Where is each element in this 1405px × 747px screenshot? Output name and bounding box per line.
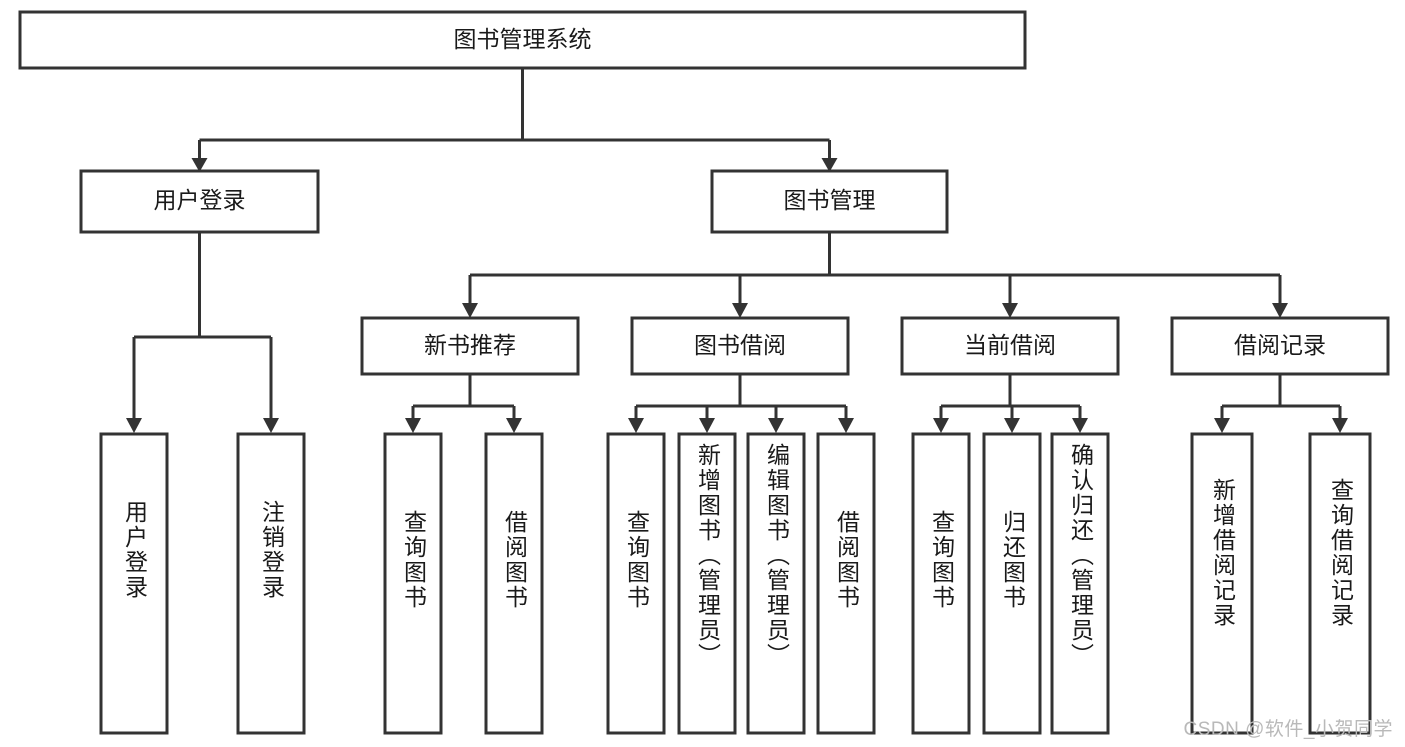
arrow-head-icon: [1004, 418, 1020, 433]
node-label-current-borrow: 当前借阅: [964, 332, 1056, 358]
arrow-head-icon: [1272, 303, 1288, 318]
arrow-head-icon: [838, 418, 854, 433]
arrow-head-icon: [462, 303, 478, 318]
node-label-root: 图书管理系统: [454, 26, 592, 52]
leaf-box-add-borrow-record[interactable]: [1190, 432, 1254, 735]
node-borrow-record[interactable]: 借阅记录: [1170, 316, 1390, 376]
arrow-head-icon: [506, 418, 522, 433]
arrow-head-icon: [933, 418, 949, 433]
node-box: [630, 316, 850, 376]
arrow-head-icon: [628, 418, 644, 433]
arrow-head-icon: [732, 303, 748, 318]
arrow-head-icon: [1332, 418, 1348, 433]
arrow-head-icon: [699, 418, 715, 433]
node-label-book-borrow: 图书借阅: [694, 332, 786, 358]
node-label-user-login: 用户登录: [154, 187, 246, 213]
node-new-book-recommend[interactable]: 新书推荐: [360, 316, 580, 376]
arrow-head-icon: [191, 158, 208, 172]
arrow-head-icon: [405, 418, 421, 433]
connector-bookborrow-to-leaves: [628, 374, 854, 433]
arrow-head-icon: [1072, 418, 1088, 433]
node-label-borrow-record: 借阅记录: [1234, 332, 1326, 358]
node-book-manage[interactable]: 图书管理: [710, 169, 949, 234]
arrow-head-icon: [126, 418, 142, 433]
node-box: [1170, 316, 1390, 376]
leaf-box-confirm-return[interactable]: [1050, 432, 1110, 735]
leaf-box-query-book-current[interactable]: [911, 432, 971, 735]
leaf-box-edit-book[interactable]: [746, 432, 806, 735]
arrow-head-icon: [1214, 418, 1230, 433]
leaf-box-borrow-book-recommend[interactable]: [484, 432, 544, 735]
connector-bookmanage-to-level3: [462, 232, 1288, 318]
leaf-node-boxes: [99, 432, 1372, 735]
connector-borrowrecord-to-leaves: [1214, 374, 1348, 433]
connector-root-to-level2: [191, 68, 838, 172]
node-box: [360, 316, 580, 376]
node-box: [79, 169, 320, 234]
leaf-box-user-login[interactable]: [99, 432, 169, 735]
arrow-head-icon: [768, 418, 784, 433]
connector-newbook-to-leaves: [405, 374, 522, 433]
node-box: [900, 316, 1120, 376]
leaf-box-query-book-borrow[interactable]: [606, 432, 666, 735]
leaf-box-query-borrow-record[interactable]: [1308, 432, 1372, 735]
leaf-box-user-logout[interactable]: [236, 432, 306, 735]
csdn-watermark: CSDN @软件_小贺同学: [1183, 719, 1393, 740]
node-root-system[interactable]: 图书管理系统: [18, 10, 1027, 70]
leaf-box-query-book-recommend[interactable]: [383, 432, 443, 735]
leaf-box-add-book[interactable]: [677, 432, 737, 735]
node-label-new-book-recommend: 新书推荐: [424, 332, 516, 358]
arrow-head-icon: [1002, 303, 1018, 318]
arrow-head-icon: [263, 418, 279, 433]
node-current-borrow[interactable]: 当前借阅: [900, 316, 1120, 376]
node-label-book-manage: 图书管理: [784, 187, 876, 213]
node-user-login[interactable]: 用户登录: [79, 169, 320, 234]
node-box: [18, 10, 1027, 70]
node-book-borrow[interactable]: 图书借阅: [630, 316, 850, 376]
connector-userlogin-to-leaves: [126, 232, 279, 433]
node-box: [710, 169, 949, 234]
leaf-box-return-book[interactable]: [982, 432, 1042, 735]
leaf-box-borrow-book[interactable]: [816, 432, 876, 735]
connector-currentborrow-to-leaves: [933, 374, 1088, 433]
arrow-head-icon: [821, 158, 838, 172]
